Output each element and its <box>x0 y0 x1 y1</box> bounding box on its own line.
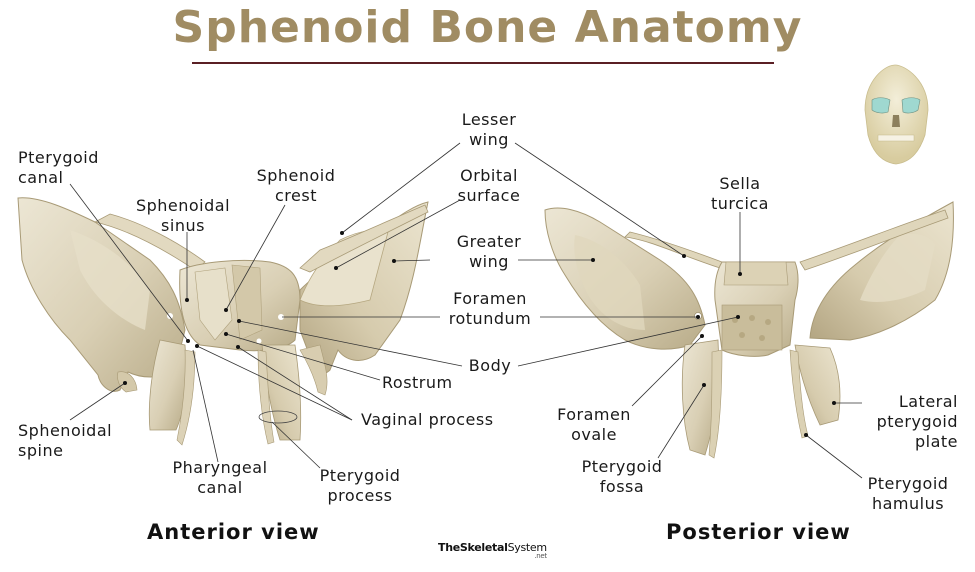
label-foramen-rotundum: Foramen rotundum <box>448 289 532 328</box>
leader-dots <box>123 231 836 437</box>
skull-icon <box>864 64 929 165</box>
label-pterygoid-canal: Pterygoid canal <box>18 148 99 187</box>
label-lesser-wing: Lesser wing <box>461 110 517 149</box>
label-sphenoidal-sinus: Sphenoidal sinus <box>135 196 231 235</box>
anterior-sphenoid-bone <box>17 197 429 446</box>
label-pterygoid-process: Pterygoid process <box>319 466 401 505</box>
caption-posterior-view: Posterior view <box>666 520 851 544</box>
label-sphenoidal-spine: Sphenoidal spine <box>18 421 113 460</box>
label-rostrum: Rostrum <box>382 373 453 392</box>
label-pharyngeal-canal: Pharyngeal canal <box>172 458 268 497</box>
label-body: Body <box>468 356 512 375</box>
label-greater-wing: Greater wing <box>456 232 522 271</box>
label-orbital-surface: Orbital surface <box>457 166 521 205</box>
caption-anterior-view: Anterior view <box>147 520 320 544</box>
label-vaginal-process: Vaginal process <box>361 410 494 429</box>
label-sella-turcica: Sella turcica <box>711 174 769 213</box>
label-pterygoid-fossa: Pterygoid fossa <box>581 457 663 496</box>
label-sphenoid-crest: Sphenoid crest <box>256 166 336 205</box>
posterior-sphenoid-bone <box>544 201 954 459</box>
leader-lines <box>69 142 863 479</box>
title-underline <box>192 62 774 64</box>
label-lateral-pterygoid-plate: Lateral pterygoid plate <box>876 392 958 451</box>
label-foramen-ovale: Foramen ovale <box>557 405 631 444</box>
label-pterygoid-hamulus: Pterygoid hamulus <box>867 474 949 513</box>
brand-watermark: TheSkeletalSystem .net <box>438 541 547 560</box>
page-title: Sphenoid Bone Anatomy <box>172 2 803 53</box>
